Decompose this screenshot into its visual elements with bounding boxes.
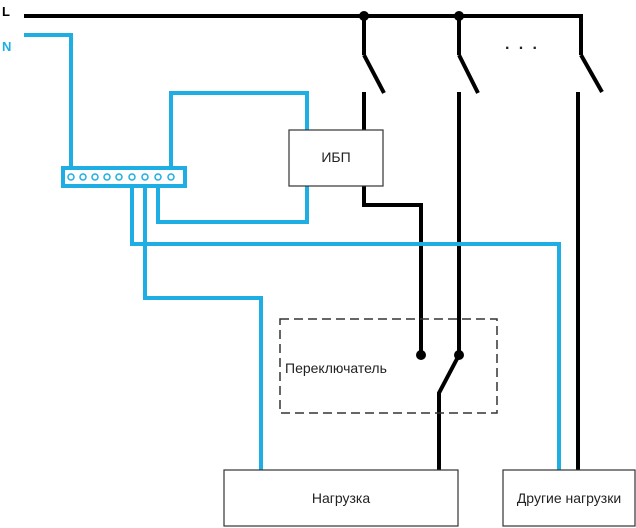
terminal-hole — [128, 173, 136, 181]
terminal-holes — [67, 173, 175, 181]
terminal-hole — [67, 173, 75, 181]
more-breakers-ellipsis: · · · — [505, 40, 540, 57]
neutral-ups-out-wire — [156, 178, 309, 224]
neutral-label: N — [2, 39, 12, 54]
breaker-ups — [362, 16, 386, 130]
switcher-contact-ups — [416, 350, 426, 360]
neutral-load-wire — [143, 178, 263, 470]
switcher-blade — [437, 354, 461, 470]
breaker-bypass — [457, 16, 480, 355]
load-box — [223, 469, 459, 527]
other-loads-box — [502, 469, 636, 527]
ups-box — [288, 129, 384, 187]
terminal-hole — [103, 173, 111, 181]
switcher-label: Переключатель — [285, 360, 387, 376]
ups-label: ИБП — [321, 149, 351, 165]
ups-output-phase-wire — [362, 186, 423, 355]
terminal-hole — [167, 173, 175, 181]
phase-label: L — [2, 4, 10, 19]
terminal-hole — [91, 173, 99, 181]
other-loads-label: Другие нагрузки — [516, 490, 622, 506]
terminal-hole — [154, 173, 162, 181]
terminal-hole — [115, 173, 123, 181]
terminal-hole — [79, 173, 87, 181]
switcher-box — [279, 318, 498, 414]
load-label: Нагрузка — [311, 490, 371, 506]
neutral-input-wire — [24, 33, 73, 176]
neutral-terminal-block — [61, 166, 187, 188]
terminal-hole — [141, 173, 149, 181]
breaker-other-loads — [576, 54, 604, 470]
neutral-other-loads-wire — [130, 178, 561, 470]
neutral-ups-in-wire — [169, 91, 309, 176]
